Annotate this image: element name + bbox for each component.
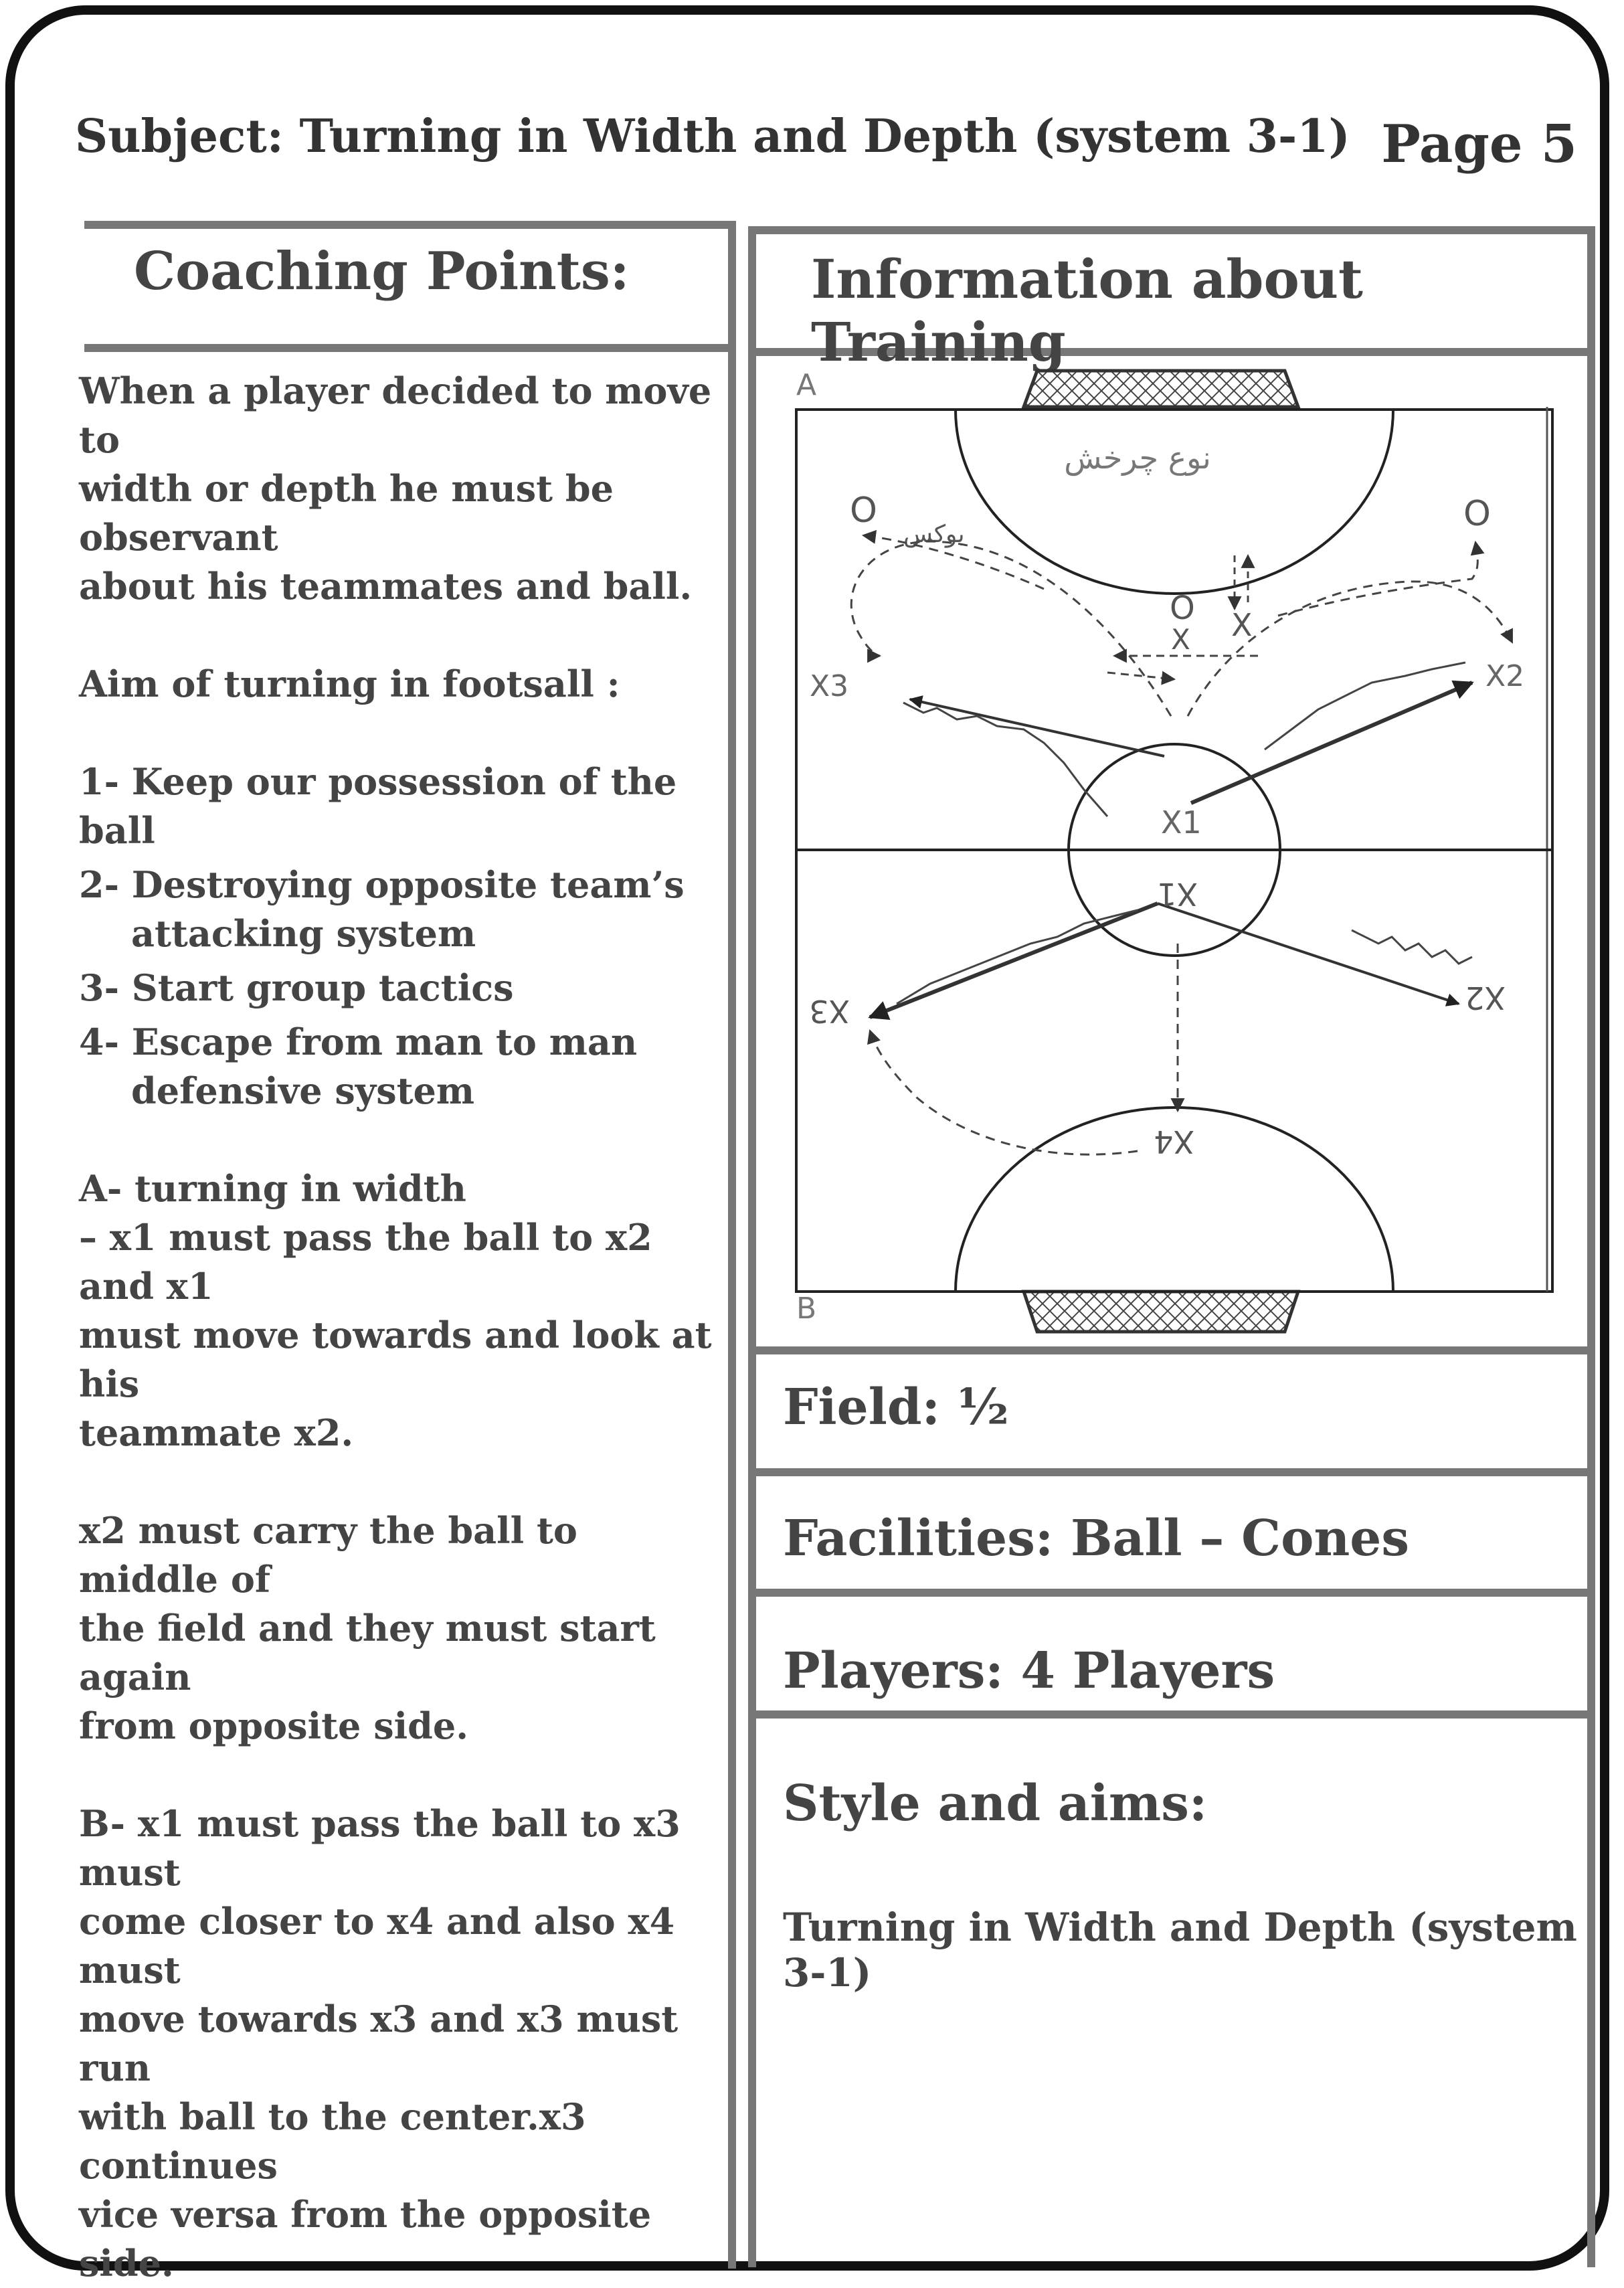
player-x3-bottom: X3 <box>809 993 850 1029</box>
section-a-line: – x1 must pass the ball to x2 and x1 <box>79 1216 652 1308</box>
style-text: Turning in Width and Depth (system 3-1) <box>783 1905 1577 1996</box>
aim-item: 1- Keep our possession of the ball <box>79 760 677 852</box>
aim-heading: Aim of turning in footsall : <box>79 663 620 705</box>
run-right-to-o <box>1277 540 1485 617</box>
top-goal <box>1021 369 1301 409</box>
marker-o: O <box>1170 590 1195 627</box>
coaching-points-body: When a player decided to move to width o… <box>79 367 721 2288</box>
training-diagram: A B نوع چرخش بوکس O O O X X X3 X2 X1 X1 … <box>795 368 1554 1334</box>
left-column-divider <box>728 221 736 2269</box>
persian-note: بوکس <box>903 521 965 548</box>
coaching-points-title: Coaching Points: <box>134 241 630 302</box>
run-short-h <box>1107 671 1176 685</box>
player-x4-bottom: X4 <box>1154 1124 1194 1160</box>
player-x2-top: X2 <box>1485 659 1524 693</box>
page-number: Page 5 <box>1381 114 1577 175</box>
section-b-line: B- x1 must pass the ball to x3 must <box>79 1802 681 1894</box>
facilities-label: Facilities: Ball – Cones <box>783 1510 1409 1567</box>
player-x2-bottom: X2 <box>1465 980 1506 1016</box>
player-x1-bottom: X1 <box>1157 876 1198 912</box>
run-left-loop <box>850 540 1172 717</box>
section-b-line: vice versa from the opposite side. <box>79 2193 652 2285</box>
intro-line: When a player decided to move to <box>79 369 712 461</box>
section-b-line: with ball to the center.x3 continues <box>79 2095 586 2187</box>
run-right-loop <box>1186 580 1514 717</box>
subject-title: Subject: Turning in Width and Depth (sys… <box>75 110 1350 163</box>
dribble-x3 <box>903 701 1109 817</box>
pass-x1-x3 <box>909 695 1165 758</box>
info-title: Information about Training <box>811 248 1363 373</box>
aim-item: 3- Start group tactics <box>79 966 514 1009</box>
center-circle <box>1067 743 1281 957</box>
marker-o: O <box>1463 494 1491 534</box>
field-bottom-rule <box>748 1468 1595 1476</box>
pass-x1-x2 <box>1190 680 1474 805</box>
run-left-to-o <box>861 529 1045 590</box>
player-x1-top: X1 <box>1161 804 1202 841</box>
players-bottom-rule <box>748 1710 1595 1719</box>
player-x3-top: X3 <box>810 669 848 703</box>
left-header-rule <box>84 344 733 352</box>
page-frame <box>5 5 1609 2271</box>
right-top-rule <box>748 226 1595 234</box>
bottom-half-plays <box>867 901 1473 1156</box>
dribble-x2 <box>1264 661 1466 751</box>
style-heading: Style and aims: <box>783 1775 1208 1832</box>
aim-item: 4- Escape from man to man <box>79 1021 638 1063</box>
marker-x: X <box>1171 623 1190 656</box>
bottom-goal <box>1021 1290 1301 1334</box>
section-a2-line: from opposite side. <box>79 1704 469 1747</box>
section-a2-line: x2 must carry the ball to middle of <box>79 1509 577 1601</box>
section-b-line: move towards x3 and x3 must run <box>79 1998 679 2089</box>
players-label: Players: 4 Players <box>783 1642 1275 1700</box>
facilities-bottom-rule <box>748 1589 1595 1597</box>
marker-o: O <box>850 491 877 531</box>
aim-item-cont: defensive system <box>131 1069 475 1112</box>
diagram-bottom-rule <box>748 1346 1595 1354</box>
section-a2-line: the field and they must start again <box>79 1607 656 1698</box>
aim-item: 2- Destroying opposite team’s <box>79 863 685 906</box>
persian-label: نوع چرخش <box>1064 440 1211 476</box>
intro-line: about his teammates and ball. <box>79 565 693 608</box>
section-a-line: must move towards and look at his <box>79 1314 712 1405</box>
top-penalty-arc <box>954 409 1394 595</box>
right-outer-right <box>1587 226 1595 2267</box>
marker-x: X <box>1231 607 1253 643</box>
field-label: Field: ½ <box>783 1379 1009 1436</box>
corner-b-label: B <box>796 1292 816 1326</box>
corner-a-label: A <box>796 368 816 402</box>
section-b-line: come closer to x4 and also x4 must <box>79 1900 675 1992</box>
left-top-rule <box>84 221 733 229</box>
section-a-line: teammate x2. <box>79 1411 354 1454</box>
intro-line: width or depth he must be observant <box>79 467 614 559</box>
info-header-rule <box>748 348 1595 356</box>
right-outer-left <box>748 226 756 2267</box>
aim-item-cont: attacking system <box>131 912 476 955</box>
section-a-line: A- turning in width <box>79 1167 466 1210</box>
